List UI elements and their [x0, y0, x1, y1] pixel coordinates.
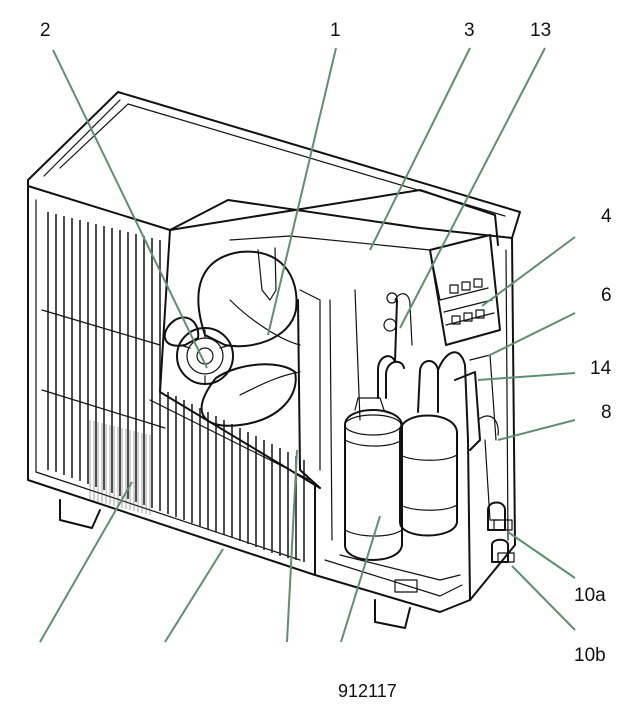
callout-4: 4 [601, 206, 612, 227]
callout-10a: 10a [574, 585, 606, 606]
control-box [429, 234, 501, 346]
fan-motor-hub [176, 327, 234, 385]
callout-6: 6 [601, 285, 612, 306]
figure-code: 912117 [338, 681, 397, 701]
callout-13: 13 [530, 20, 551, 41]
callout-2: 2 [40, 20, 51, 41]
callout-10b: 10b [574, 645, 606, 666]
callout-1: 1 [330, 20, 341, 41]
callout-14: 14 [590, 358, 612, 379]
fan-blades [163, 250, 301, 427]
callout-3: 3 [464, 20, 475, 41]
service-valves [487, 501, 515, 563]
cutaway-interior [159, 189, 515, 593]
leader-lines [39, 47, 576, 643]
callout-8: 8 [601, 402, 612, 423]
unit-body [27, 91, 521, 629]
accumulator [399, 360, 458, 537]
callout-labels: 2 1 3 13 4 6 14 8 10a 10b [40, 20, 612, 666]
front-grille [41, 212, 311, 562]
compressor [344, 397, 403, 561]
